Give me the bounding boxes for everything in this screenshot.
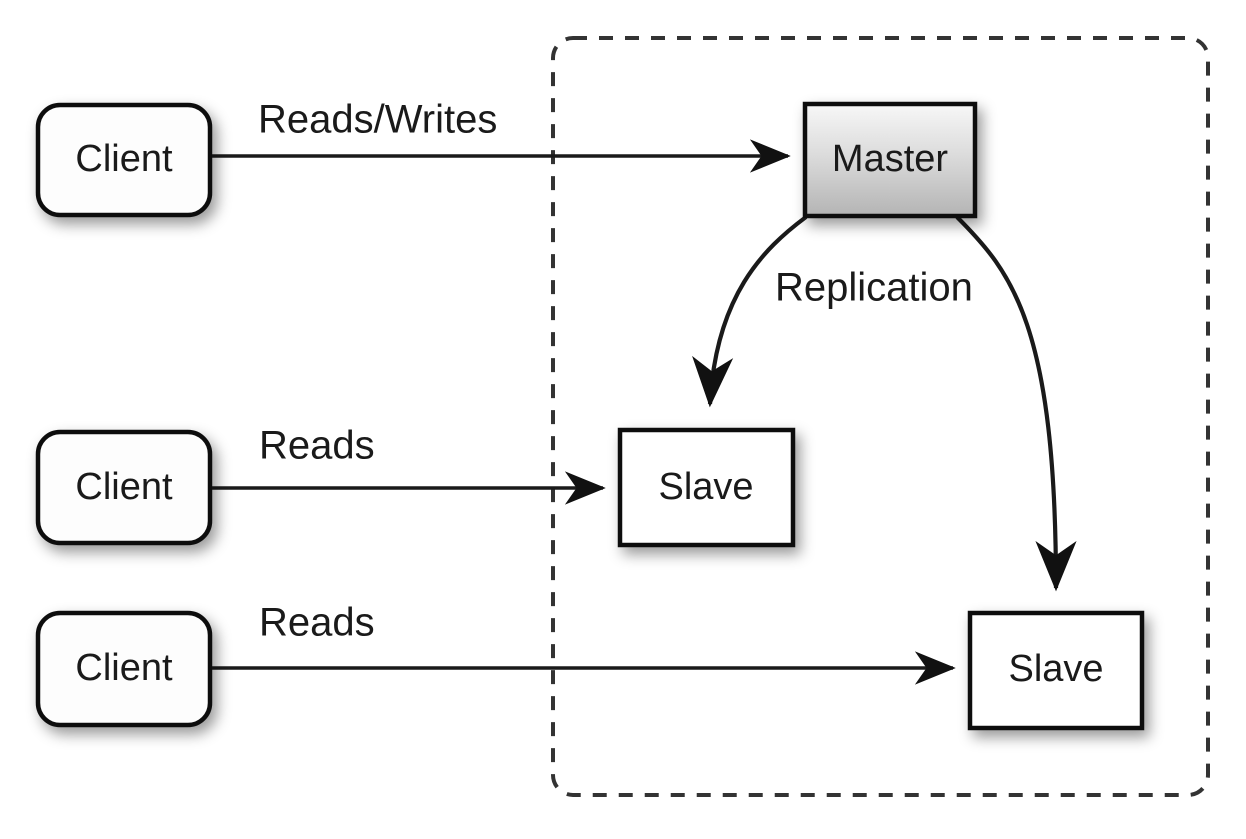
client-2-box[interactable] <box>35 429 213 546</box>
edge-label-reads-writes: Reads/Writes <box>258 98 497 142</box>
client-1-label: Client <box>75 138 173 180</box>
node-slave-1[interactable]: Slave <box>617 427 796 548</box>
edge-master-slave2 <box>955 215 1077 592</box>
node-slave-2[interactable]: Slave <box>967 610 1145 731</box>
node-client-2[interactable]: Client <box>35 429 213 546</box>
client-3-label: Client <box>75 647 173 689</box>
client-1-box[interactable] <box>35 102 213 218</box>
edge-label-reads-1: Reads <box>259 424 375 468</box>
master-box[interactable] <box>802 101 978 219</box>
node-client-1[interactable]: Client <box>35 102 213 218</box>
node-master[interactable]: Master <box>802 101 978 219</box>
client-3-box[interactable] <box>35 610 213 728</box>
database-cluster-boundary <box>551 36 1210 797</box>
edge-master-slave1 <box>692 215 808 408</box>
master-label: Master <box>832 138 948 180</box>
slave-1-label: Slave <box>658 466 753 508</box>
node-client-3[interactable]: Client <box>35 610 213 728</box>
edge-label-reads-2: Reads <box>259 601 375 645</box>
client-2-label: Client <box>75 466 173 508</box>
slave-2-box[interactable] <box>967 610 1145 731</box>
edge-label-replication: Replication <box>775 266 973 310</box>
slave-1-box[interactable] <box>617 427 796 548</box>
slave-2-label: Slave <box>1008 648 1103 690</box>
